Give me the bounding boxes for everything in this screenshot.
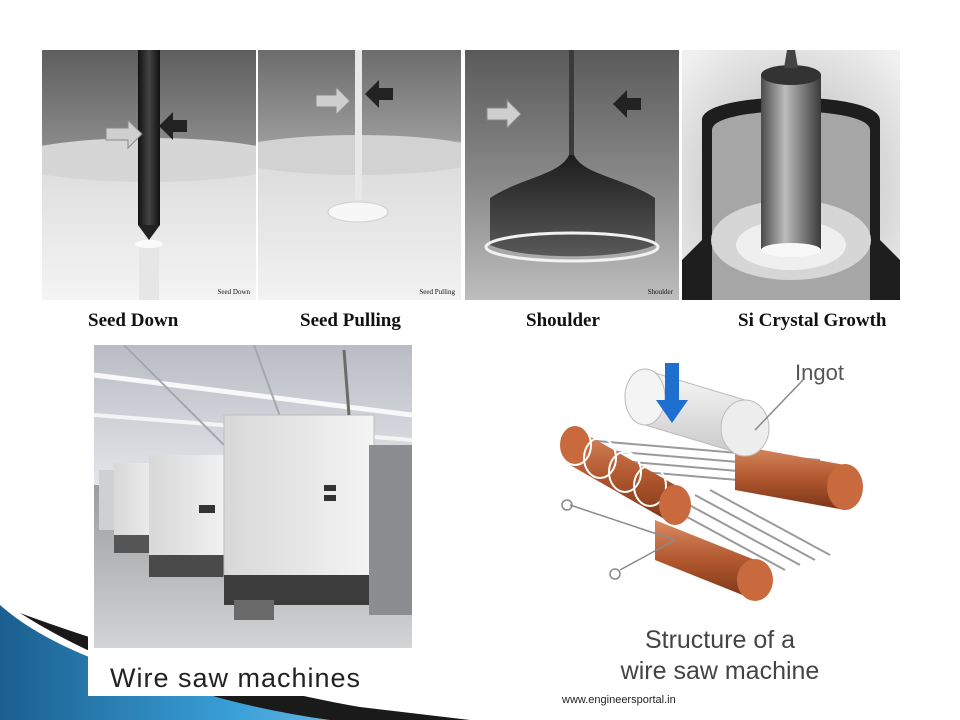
structure-caption-line-2: wire saw machine (620, 657, 820, 685)
arrow-left-icon (613, 90, 641, 118)
crystal-growth-strip: Seed Down (42, 50, 900, 338)
arrow-left-icon (159, 112, 187, 140)
seed-down-panel: Seed Down (42, 50, 256, 300)
ingot-label: Ingot (795, 360, 844, 385)
arrow-right-icon (486, 98, 522, 130)
arrow-down-icon (656, 363, 688, 423)
left-roller (558, 424, 691, 525)
step-label-shoulder: Shoulder (526, 310, 600, 331)
ingot (624, 368, 770, 457)
wire-saw-photo-block: Wire saw machines (88, 341, 418, 696)
structure-caption: Structure of a wire saw machine (585, 625, 855, 687)
shoulder-panel: Shoulder (465, 50, 679, 300)
wire-saw-structure-diagram (545, 345, 875, 630)
bottom-roller (655, 520, 773, 601)
step-label-seed-down: Seed Down (88, 310, 179, 331)
panel-caption: Shoulder (647, 288, 673, 296)
photo-caption: Wire saw machines (110, 663, 362, 693)
si-crystal-growth-panel (682, 50, 900, 300)
panel-caption: Seed Down (217, 288, 250, 296)
arrow-right-icon (105, 118, 143, 150)
step-label-seed-pulling: Seed Pulling (300, 310, 401, 331)
panel-caption: Seed Pulling (419, 288, 455, 296)
arrow-right-icon (315, 85, 351, 117)
back-roller (735, 445, 863, 510)
footer-url: www.engineersportal.in (562, 694, 676, 706)
step-label-si-crystal-growth: Si Crystal Growth (738, 310, 887, 331)
wire-saw-machines-photo (94, 345, 412, 648)
structure-caption-line-1: Structure of a (644, 626, 796, 654)
arrow-left-icon (365, 80, 393, 108)
seed-pulling-panel: Seed Pulling (258, 50, 461, 300)
